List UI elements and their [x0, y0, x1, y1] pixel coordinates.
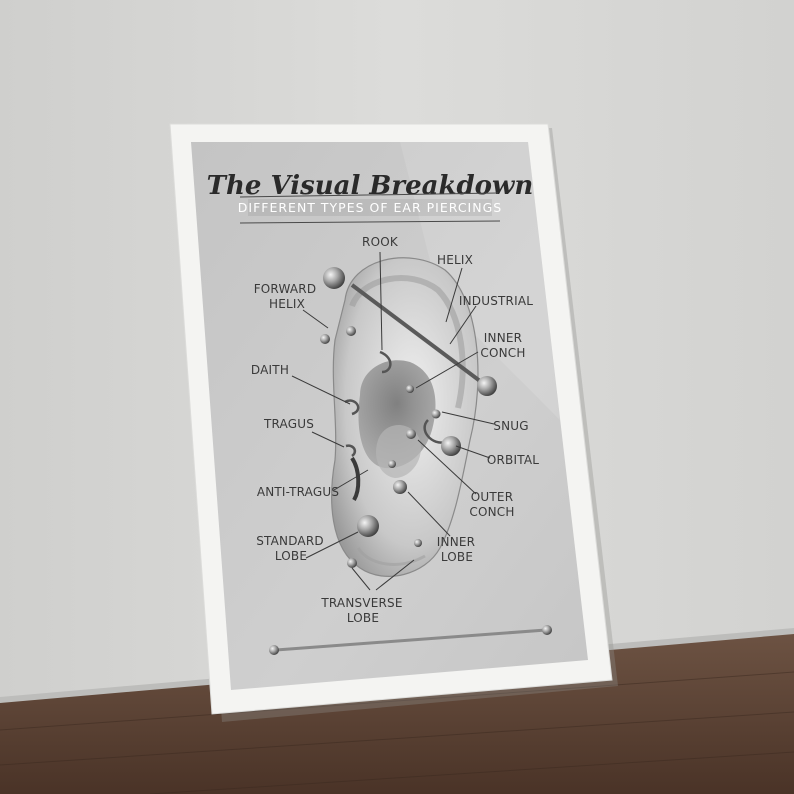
poster-subtitle: DIFFERENT TYPES OF EAR PIERCINGS [238, 200, 502, 215]
label-forward-helix-line2: HELIX [269, 297, 305, 311]
label-transverse-lobe-line2: LOBE [347, 611, 379, 625]
label-transverse-lobe-line1: TRANSVERSE [320, 596, 402, 610]
label-rook: ROOK [362, 235, 399, 249]
bottom-barbell-bar [275, 628, 547, 652]
label-anti-tragus: ANTI-TRAGUS [257, 485, 339, 499]
label-inner-conch-line2: CONCH [480, 346, 525, 360]
floor-boards [0, 671, 794, 794]
label-standard-lobe-line1: STANDARD [256, 534, 324, 548]
label-forward-helix-line1: FORWARD [254, 282, 317, 296]
label-orbital: ORBITAL [487, 453, 539, 467]
label-daith: DAITH [251, 363, 289, 377]
glass-reflection [400, 142, 560, 420]
subtitle-rule [239, 220, 501, 224]
label-snug: SNUG [493, 419, 528, 433]
ear-illustration [320, 257, 497, 577]
poster-title: The Visual Breakdown [207, 171, 534, 201]
label-helix: HELIX [437, 253, 473, 267]
label-outer-conch-line1: OUTER [471, 490, 513, 504]
label-inner-conch-line1: INNER [484, 331, 522, 345]
title-rule [239, 192, 499, 198]
subtitle-bg [248, 199, 492, 216]
label-inner-lobe-line1: INNER [437, 535, 475, 549]
bottom-barbell-left-ball [269, 645, 279, 655]
label-standard-lobe-line2: LOBE [275, 549, 307, 563]
label-outer-conch-line2: CONCH [469, 505, 514, 519]
label-industrial: INDUSTRIAL [459, 294, 533, 308]
bottom-barbell-right-ball [542, 625, 552, 635]
label-tragus: TRAGUS [263, 417, 314, 431]
leader-lines [291, 251, 495, 591]
label-inner-lobe-line2: LOBE [441, 550, 473, 564]
